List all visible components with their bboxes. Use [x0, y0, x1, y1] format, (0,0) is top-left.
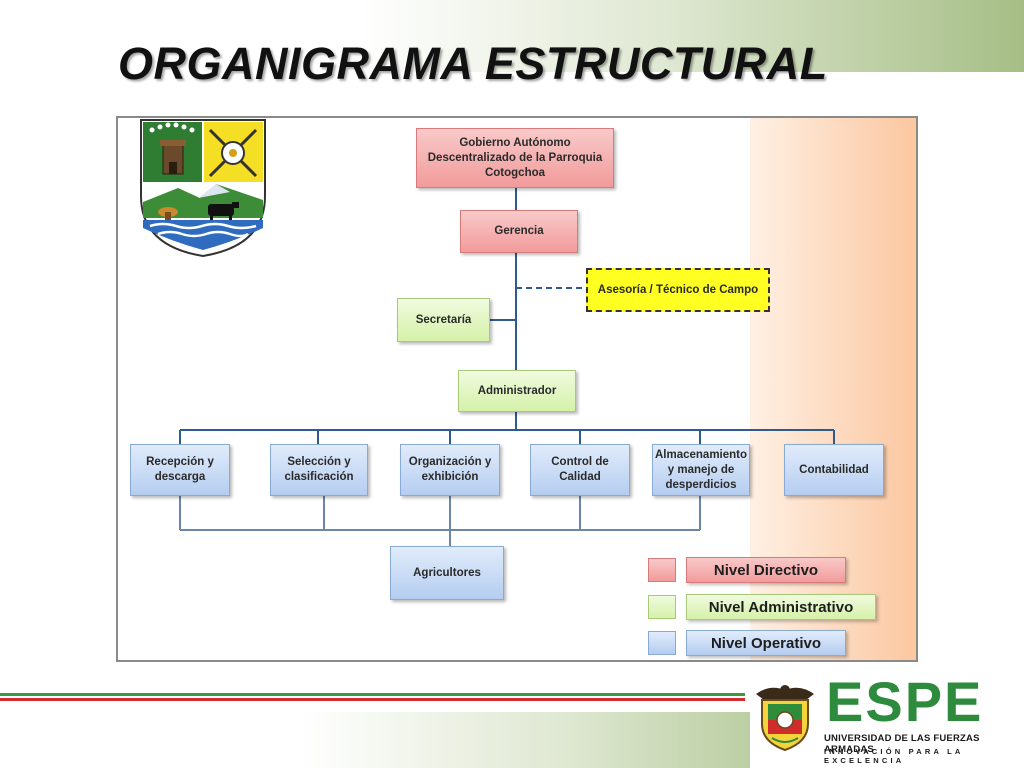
org-chart-frame: Gobierno Autónomo Descentralizado de la …	[116, 116, 918, 662]
legend-label-directive: Nivel Directivo	[686, 557, 846, 583]
footer-gradient-band	[0, 712, 750, 768]
legend-swatch-directive	[648, 558, 676, 582]
slide-title: ORGANIGRAMA ESTRUCTURAL	[118, 38, 828, 89]
parish-coat-of-arms-icon	[140, 119, 266, 258]
node-operation-quality-control: Control de Calidad	[530, 444, 630, 496]
footer-stripes	[0, 693, 745, 707]
header-gradient-band	[0, 0, 1024, 72]
node-advisory: Asesoría / Técnico de Campo	[586, 268, 770, 312]
node-secretary: Secretaría	[397, 298, 490, 342]
university-slogan: INNOVACIÓN PARA LA EXCELENCIA	[824, 747, 964, 765]
espe-eagle-emblem-icon	[756, 685, 814, 752]
node-parish-government: Gobierno Autónomo Descentralizado de la …	[416, 128, 614, 188]
espe-logo-wordmark: ESPE	[826, 670, 984, 733]
legend-label-administrative: Nivel Administrativo	[686, 594, 876, 620]
node-operation-selection: Selección y clasificación	[270, 444, 368, 496]
node-operation-storage: Almacenamiento y manejo de desperdicios	[652, 444, 750, 496]
org-connectors	[179, 188, 835, 546]
legend-label-operative: Nivel Operativo	[686, 630, 846, 656]
node-operation-reception: Recepción y descarga	[130, 444, 230, 496]
node-operation-organization: Organización y exhibición	[400, 444, 500, 496]
node-management: Gerencia	[460, 210, 578, 253]
node-administrator: Administrador	[458, 370, 576, 412]
university-name: UNIVERSIDAD DE LAS FUERZAS ARMADAS	[824, 733, 980, 755]
node-operation-accounting: Contabilidad	[784, 444, 884, 496]
node-farmers: Agricultores	[390, 546, 504, 600]
legend-swatch-operative	[648, 631, 676, 655]
legend-swatch-administrative	[648, 595, 676, 619]
